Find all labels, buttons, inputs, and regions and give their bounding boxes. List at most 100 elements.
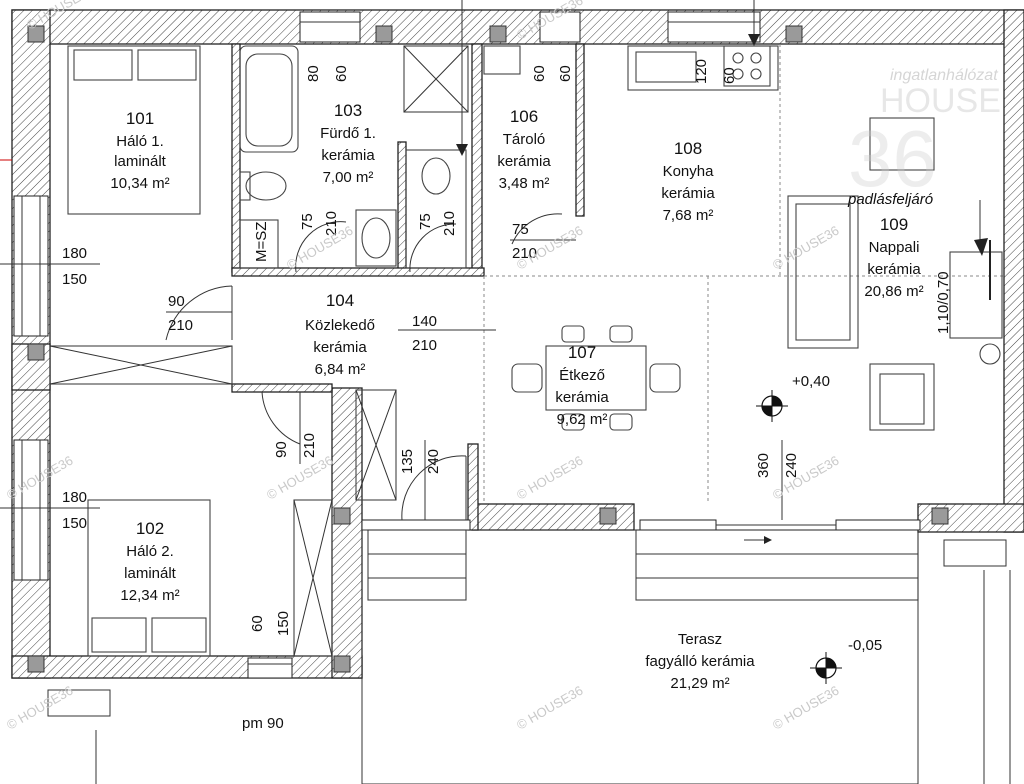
svg-text:Étkező: Étkező <box>559 367 605 384</box>
svg-text:75: 75 <box>417 213 434 230</box>
svg-text:Tároló: Tároló <box>503 131 546 148</box>
svg-text:7,00 m²: 7,00 m² <box>323 169 374 186</box>
column <box>27 655 45 673</box>
svg-text:109: 109 <box>880 215 908 234</box>
furniture <box>47 45 1011 784</box>
room-label-107: 107 Étkező kerámia 9,62 m² <box>555 343 609 428</box>
wall-bathroom-left <box>231 43 241 273</box>
svg-text:© HOUSE36: © HOUSE36 <box>770 453 841 503</box>
wc-cabin <box>405 149 467 269</box>
svg-text:210: 210 <box>441 211 458 236</box>
msz-label: M=SZ <box>253 222 270 262</box>
column <box>333 655 351 673</box>
pm-label: pm 90 <box>242 715 284 732</box>
svg-text:108: 108 <box>674 139 702 158</box>
svg-text:140: 140 <box>412 313 437 330</box>
svg-text:75: 75 <box>512 221 529 238</box>
bed-2 <box>87 499 211 657</box>
column <box>333 507 351 525</box>
dimension-labels: 180 150 180 150 90 210 140 210 75 210 90… <box>0 59 952 732</box>
svg-text:60: 60 <box>333 65 350 82</box>
house36-logo: ingatlanhálózat HOUSE 36 <box>848 67 1001 203</box>
svg-text:107: 107 <box>568 343 596 362</box>
wall-storage-left <box>471 43 483 273</box>
wall-hall-top <box>231 267 485 277</box>
svg-text:60: 60 <box>531 65 548 82</box>
svg-text:© HOUSE36: © HOUSE36 <box>514 453 585 503</box>
column <box>27 25 45 43</box>
room-label-102: 102 Háló 2. laminált 12,34 m² <box>120 519 179 604</box>
level-interior-text: +0,40 <box>792 373 830 390</box>
svg-text:Háló 1.: Háló 1. <box>116 133 164 150</box>
sink <box>355 209 397 267</box>
svg-text:106: 106 <box>510 107 538 126</box>
svg-text:150: 150 <box>275 611 292 636</box>
svg-text:103: 103 <box>334 101 362 120</box>
svg-text:180: 180 <box>62 489 87 506</box>
svg-text:6,84 m²: 6,84 m² <box>315 361 366 378</box>
svg-text:90: 90 <box>168 293 185 310</box>
svg-text:210: 210 <box>412 337 437 354</box>
svg-text:210: 210 <box>512 245 537 262</box>
svg-text:210: 210 <box>301 433 318 458</box>
svg-text:© HOUSE36: © HOUSE36 <box>284 223 355 273</box>
svg-text:7,68 m²: 7,68 m² <box>663 207 714 224</box>
svg-text:kerámia: kerámia <box>555 389 609 406</box>
dining-table <box>545 345 647 411</box>
column <box>785 25 803 43</box>
sofa <box>787 195 859 349</box>
svg-text:150: 150 <box>62 271 87 288</box>
svg-text:36: 36 <box>848 114 937 203</box>
svg-text:150: 150 <box>62 515 87 532</box>
wardrobe-1 <box>49 345 233 385</box>
svg-text:60: 60 <box>557 65 574 82</box>
attic-access-label: padlásfeljáró <box>847 191 933 208</box>
svg-text:3,48 m²: 3,48 m² <box>499 175 550 192</box>
windows <box>13 11 921 679</box>
svg-text:240: 240 <box>425 449 442 474</box>
column <box>599 507 617 525</box>
svg-text:60: 60 <box>249 615 266 632</box>
svg-text:80: 80 <box>305 65 322 82</box>
svg-text:kerámia: kerámia <box>321 147 375 164</box>
svg-text:102: 102 <box>136 519 164 538</box>
room-label-103: 103 Fürdő 1. kerámia 7,00 m² <box>320 101 376 186</box>
kitchen-counter <box>627 45 779 91</box>
svg-text:20,86 m²: 20,86 m² <box>864 283 923 300</box>
wall-hall-bottom <box>231 383 333 393</box>
stove <box>723 45 771 87</box>
svg-text:12,34 m²: 12,34 m² <box>120 587 179 604</box>
svg-text:101: 101 <box>126 109 154 128</box>
svg-text:© HOUSE36: © HOUSE36 <box>770 223 841 273</box>
svg-text:Fürdő 1.: Fürdő 1. <box>320 125 376 142</box>
walls <box>11 9 1024 679</box>
bed-1 <box>67 45 201 215</box>
terrace <box>361 529 919 784</box>
terrace-steps <box>635 529 919 601</box>
svg-text:120: 120 <box>693 59 710 84</box>
svg-text:ingatlanhálózat: ingatlanhálózat <box>890 67 998 84</box>
room-label-109: 109 Nappali kerámia 20,86 m² <box>864 215 923 300</box>
svg-text:Konyha: Konyha <box>663 163 715 180</box>
wall-storage-right <box>575 43 585 217</box>
room-label-108: 108 Konyha kerámia 7,68 m² <box>661 139 715 224</box>
column <box>931 507 949 525</box>
room-label-104: 104 Közlekedő kerámia 6,84 m² <box>305 291 375 378</box>
wall-bedroom2-right <box>331 387 363 679</box>
boiler <box>483 45 521 75</box>
svg-text:© HOUSE36: © HOUSE36 <box>514 683 585 733</box>
room-label-101: 101 Háló 1. laminált 10,34 m² <box>110 109 169 192</box>
svg-text:240: 240 <box>783 453 800 478</box>
svg-text:Közlekedő: Közlekedő <box>305 317 375 334</box>
svg-text:210: 210 <box>323 211 340 236</box>
svg-text:104: 104 <box>326 291 354 310</box>
level-marker-interior <box>756 390 788 422</box>
wall-bottom <box>11 655 363 679</box>
svg-text:kerámia: kerámia <box>497 153 551 170</box>
level-terrace-text: -0,05 <box>848 637 882 654</box>
svg-text:laminált: laminált <box>114 153 167 170</box>
svg-text:90: 90 <box>273 441 290 458</box>
svg-text:180: 180 <box>62 245 87 262</box>
zone-lines <box>483 44 1004 504</box>
